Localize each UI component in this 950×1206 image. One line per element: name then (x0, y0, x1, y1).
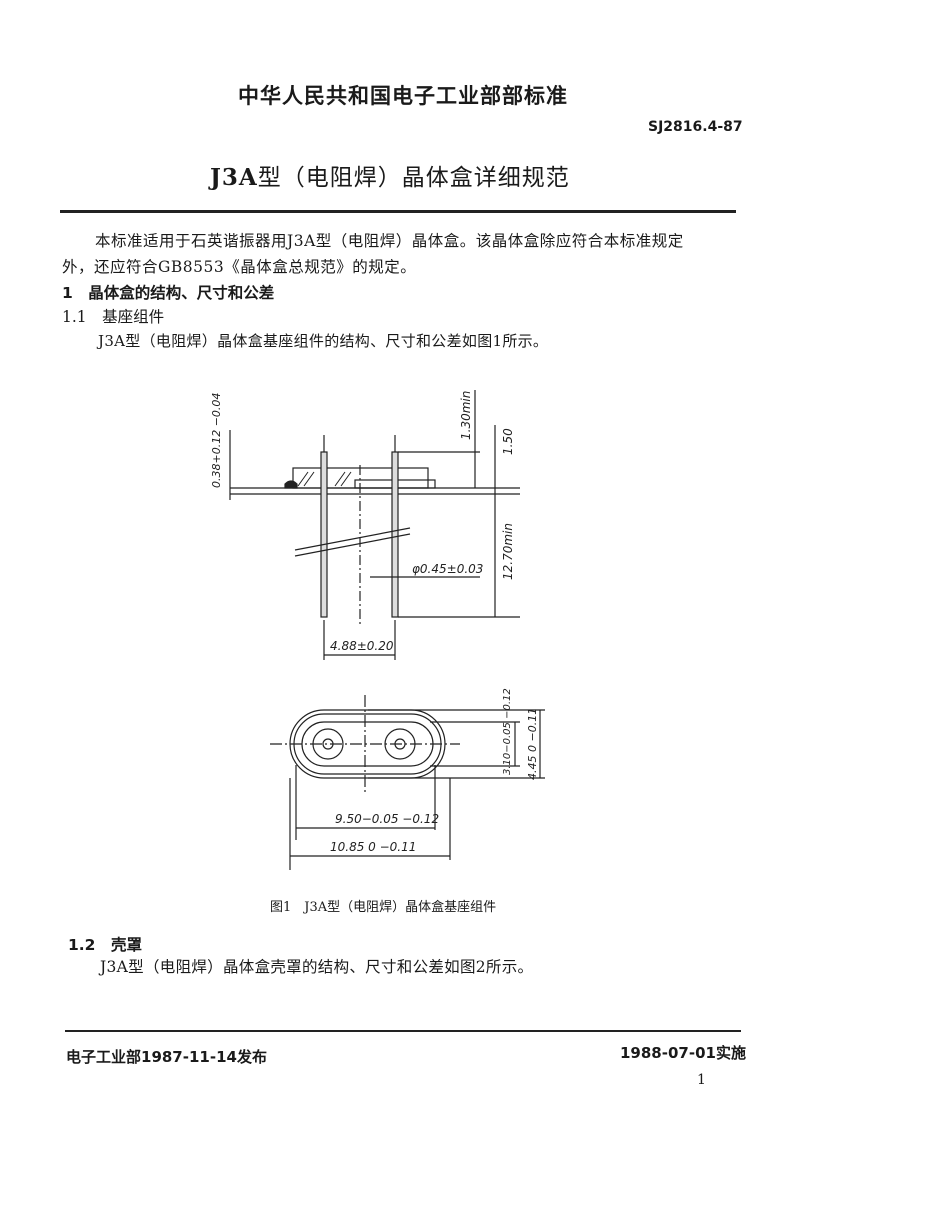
publish-date: 电子工业部1987-11-14发布 (66, 1048, 267, 1066)
section-1-2-heading: 1.2 壳罩 (68, 936, 142, 954)
dim-lead-length: 12.70min (501, 523, 515, 580)
dim-pin-spacing: 4.88±0.20 (330, 639, 394, 653)
section-1-heading: 1 晶体盒的结构、尺寸和公差 (62, 284, 275, 302)
issuing-organization: 中华人民共和国电子工业部部标准 (238, 84, 568, 108)
figure-1-caption: 图1 J3A型（电阻焊）晶体盒基座组件 (270, 900, 497, 915)
figure-1-drawing: 0.38+0.12 −0.04 1.30min 1.50 12.70min φ0… (190, 380, 570, 884)
intro-paragraph-line2: 外，还应符合GB8553《晶体盒总规范》的规定。 (62, 258, 417, 276)
dim-lead-diameter: φ0.45±0.03 (412, 562, 483, 576)
section-1-2-text: J3A型（电阻焊）晶体盒壳罩的结构、尺寸和公差如图2所示。 (100, 958, 534, 976)
base-assembly-drawing: 0.38+0.12 −0.04 1.30min 1.50 12.70min φ0… (210, 390, 545, 870)
dim-total-height: 1.50 (501, 428, 515, 455)
section-1-1-text: J3A型（电阻焊）晶体盒基座组件的结构、尺寸和公差如图1所示。 (98, 332, 549, 350)
title-model: J3A (210, 164, 258, 191)
dim-outer-length: 10.85 0 −0.11 (330, 840, 416, 854)
page-number: 1 (697, 1072, 706, 1088)
standard-code: SJ2816.4-87 (648, 119, 743, 135)
footer-divider (65, 1030, 741, 1032)
header-divider (60, 210, 736, 213)
dim-pin-height-min: 1.30min (459, 391, 473, 440)
dim-inner-length: 9.50−0.05 −0.12 (335, 812, 439, 826)
title-text: 型（电阻焊）晶体盒详细规范 (257, 165, 570, 191)
dim-outer-width: 4.45 0 −0.11 (526, 708, 539, 780)
document-title: J3A型（电阻焊）晶体盒详细规范 (210, 158, 570, 192)
dim-flange-thickness: 0.38+0.12 −0.04 (210, 393, 223, 488)
dim-inner-width: 3.10−0.05 −0.12 (502, 688, 513, 775)
intro-paragraph-line1: 本标准适用于石英谐振器用J3A型（电阻焊）晶体盒。该晶体盒除应符合本标准规定 (95, 232, 684, 250)
section-1-1-heading: 1.1 基座组件 (62, 308, 165, 326)
implementation-date: 1988-07-01实施 (620, 1044, 746, 1062)
